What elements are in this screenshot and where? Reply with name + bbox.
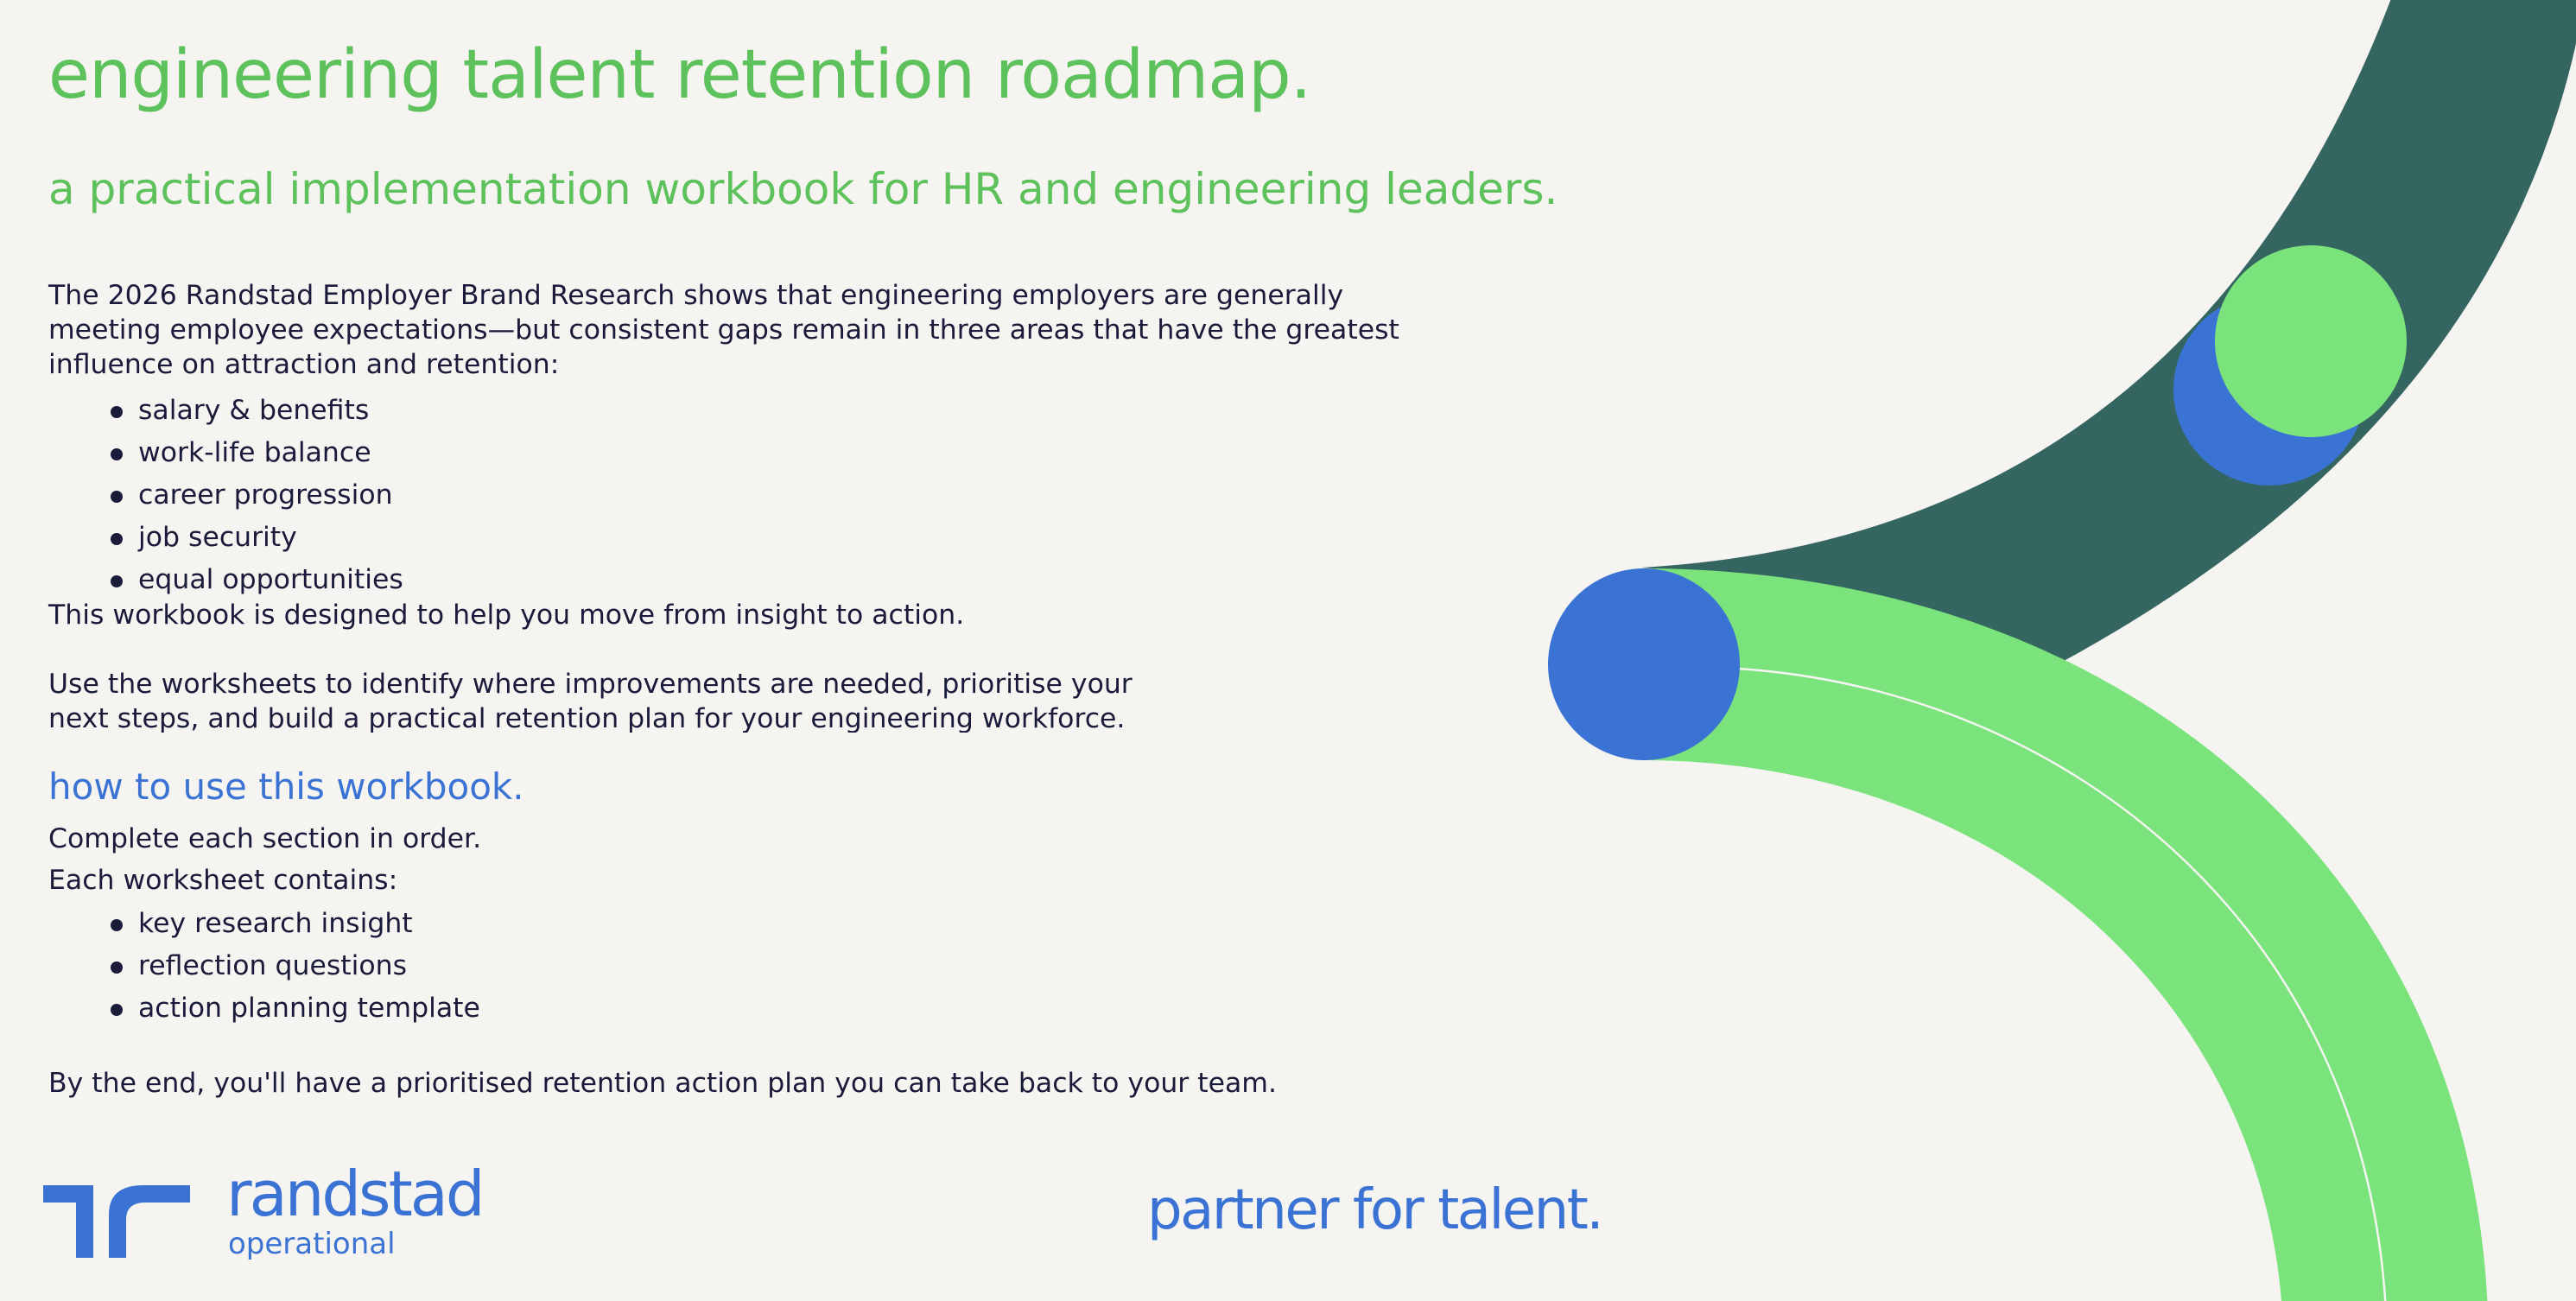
bullet-icon [111,533,123,545]
bullet-icon [111,919,123,931]
list-item: salary & benefits [111,390,403,432]
dark-teal-arc [1641,0,2576,672]
list-item-label: key research insight [138,908,413,939]
list-item: career progression [111,474,403,517]
bullet-icon [111,961,123,974]
list-item: key research insight [111,903,480,945]
thin-arc-line [1737,667,2387,1301]
list-item: action planning template [111,987,480,1030]
page-title: engineering talent retention roadmap. [48,36,1311,114]
randstad-logo-icon [43,1185,190,1258]
list-item: work-life balance [111,432,403,474]
list-item: job security [111,517,403,559]
step-order-text: Complete each section in order. [48,823,482,854]
list-item-label: work-life balance [138,437,371,468]
bullet-icon [111,575,123,587]
worksheet-contains-label: Each worksheet contains: [48,865,398,896]
brand-tagline: partner for talent. [1147,1178,1604,1242]
workbook-purpose: This workbook is designed to help you mo… [48,600,965,631]
list-item-label: job security [138,522,297,553]
page-subtitle: a practical implementation workbook for … [48,164,1558,214]
brand-name: randstad [226,1158,485,1230]
worksheet-contents-list: key research insight reflection question… [111,903,480,1030]
bullet-icon [111,491,123,503]
closing-text: By the end, you'll have a prioritised re… [48,1068,1278,1099]
worksheet-usage-paragraph: Use the worksheets to identify where imp… [48,669,1133,733]
list-item-label: equal opportunities [138,564,403,595]
intro-paragraph: The 2026 Randstad Employer Brand Researc… [48,280,1399,380]
list-item: reflection questions [111,945,480,987]
list-item-label: action planning template [138,993,480,1024]
light-green-arc [1641,568,2488,1301]
list-item-label: career progression [138,479,393,511]
bullet-icon [111,448,123,460]
brand-division: operational [228,1227,396,1261]
blue-dot-center [1548,568,1740,760]
list-item: equal opportunities [111,559,403,601]
focus-areas-list: salary & benefits work-life balance care… [111,390,403,601]
bullet-icon [111,1004,123,1016]
list-item-label: salary & benefits [138,395,370,426]
green-dot-top [2215,245,2407,437]
how-to-heading: how to use this workbook. [48,765,524,808]
bullet-icon [111,406,123,418]
list-item-label: reflection questions [138,950,408,981]
